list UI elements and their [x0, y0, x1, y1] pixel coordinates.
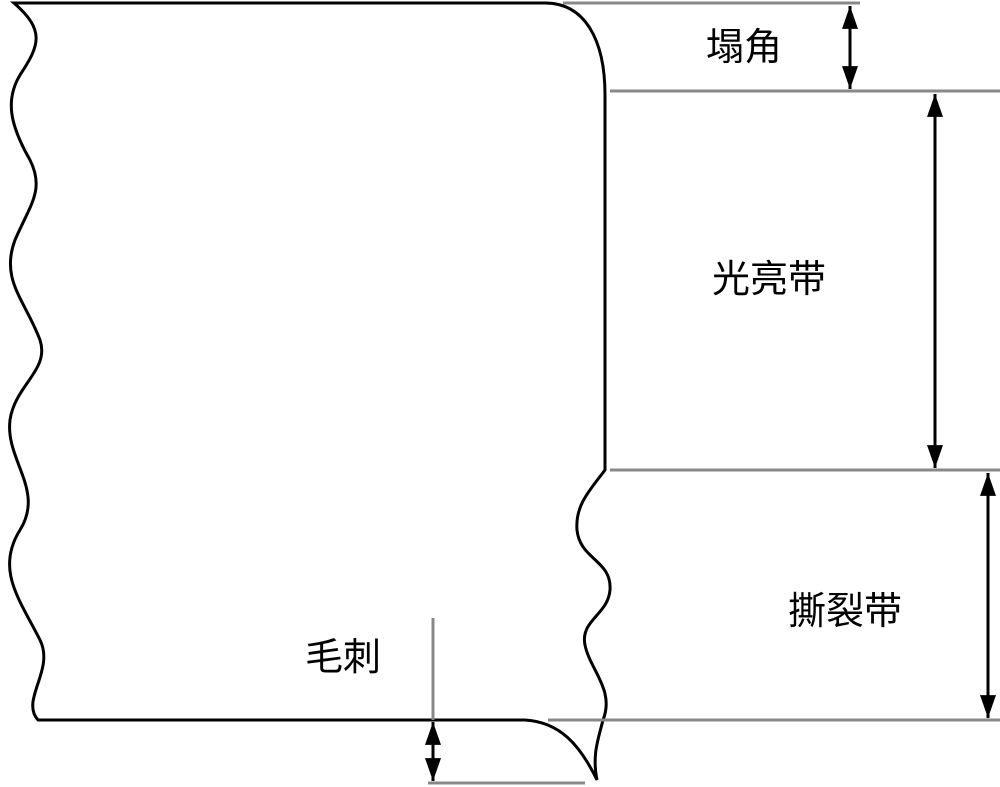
- label-burr: 毛刺: [305, 635, 381, 679]
- workpiece-outline: [8, 1, 612, 781]
- label-burnish: 光亮带: [712, 257, 826, 301]
- label-fracture: 撕裂带: [788, 589, 902, 633]
- label-rollover: 塌角: [706, 25, 782, 69]
